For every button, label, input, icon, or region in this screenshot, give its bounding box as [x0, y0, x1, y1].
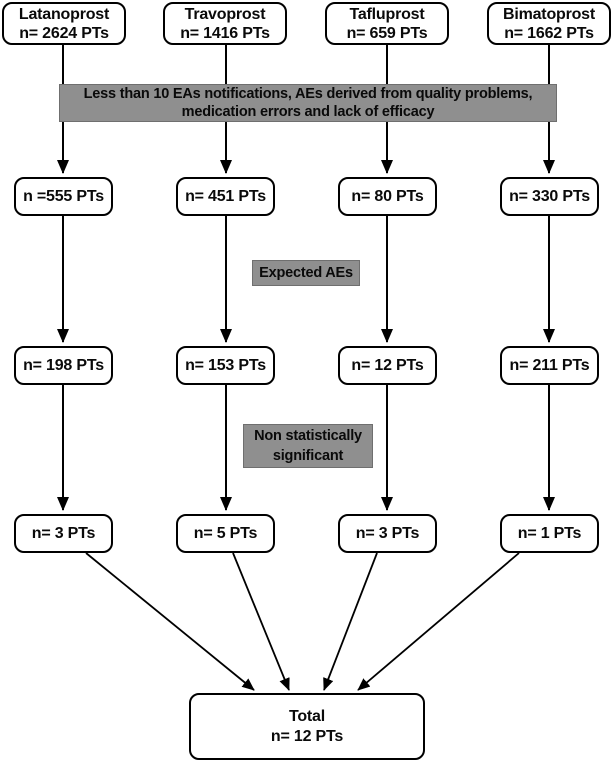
- annotation-line: Less than 10 EAs notifications, AEs deri…: [83, 86, 533, 102]
- node-bimatoprost-stage3: n= 1 PTs: [500, 514, 599, 553]
- node-drug-tafluprost: Tafluprost n= 659 PTs: [325, 2, 449, 45]
- patient-count: n= 1662 PTs: [504, 24, 594, 42]
- patient-count: n= 3 PTs: [31, 524, 96, 542]
- total-title: Total: [288, 707, 326, 725]
- patient-count: n= 451 PTs: [185, 187, 266, 205]
- patient-count: n= 3 PTs: [355, 524, 420, 542]
- node-drug-travoprost: Travoprost n= 1416 PTs: [163, 2, 287, 45]
- node-latanoprost-stage3: n= 3 PTs: [14, 514, 113, 553]
- annotation-line: Non statistically: [254, 428, 362, 444]
- patient-count: n= 12 PTs: [351, 356, 424, 374]
- patient-count: n= 2624 PTs: [19, 24, 109, 42]
- total-count: n= 12 PTs: [270, 727, 344, 745]
- node-bimatoprost-stage2: n= 211 PTs: [500, 346, 599, 385]
- drug-name: Bimatoprost: [502, 5, 596, 23]
- node-travoprost-stage1: n= 451 PTs: [176, 177, 275, 216]
- drug-name: Tafluprost: [349, 5, 425, 23]
- node-latanoprost-stage2: n= 198 PTs: [14, 346, 113, 385]
- node-bimatoprost-stage1: n= 330 PTs: [500, 177, 599, 216]
- patient-count: n= 211 PTs: [509, 356, 590, 374]
- patient-count: n= 1 PTs: [517, 524, 582, 542]
- node-drug-latanoprost: Latanoprost n= 2624 PTs: [2, 2, 126, 45]
- node-total: Total n= 12 PTs: [189, 693, 425, 760]
- patient-count: n= 80 PTs: [351, 187, 424, 205]
- patient-count: n= 198 PTs: [23, 356, 104, 374]
- patient-count: n =555 PTs: [23, 187, 104, 205]
- node-tafluprost-stage2: n= 12 PTs: [338, 346, 437, 385]
- node-tafluprost-stage3: n= 3 PTs: [338, 514, 437, 553]
- node-tafluprost-stage1: n= 80 PTs: [338, 177, 437, 216]
- patient-count: n= 5 PTs: [193, 524, 258, 542]
- node-travoprost-stage2: n= 153 PTs: [176, 346, 275, 385]
- annotation-line: Expected AEs: [259, 265, 353, 281]
- node-travoprost-stage3: n= 5 PTs: [176, 514, 275, 553]
- non-significant-annotation: Non statistically significant: [243, 424, 373, 468]
- patient-count: n= 153 PTs: [185, 356, 266, 374]
- patient-count: n= 1416 PTs: [180, 24, 270, 42]
- annotation-line: medication errors and lack of efficacy: [181, 104, 435, 120]
- drug-name: Latanoprost: [18, 5, 110, 23]
- expected-aes-annotation: Expected AEs: [252, 260, 360, 286]
- annotation-line: significant: [272, 448, 344, 464]
- patient-count: n= 330 PTs: [509, 187, 590, 205]
- node-latanoprost-stage1: n =555 PTs: [14, 177, 113, 216]
- drug-name: Travoprost: [184, 5, 266, 23]
- node-drug-bimatoprost: Bimatoprost n= 1662 PTs: [487, 2, 611, 45]
- exclusion-criteria-annotation: Less than 10 EAs notifications, AEs deri…: [59, 84, 557, 122]
- patient-count: n= 659 PTs: [346, 24, 428, 42]
